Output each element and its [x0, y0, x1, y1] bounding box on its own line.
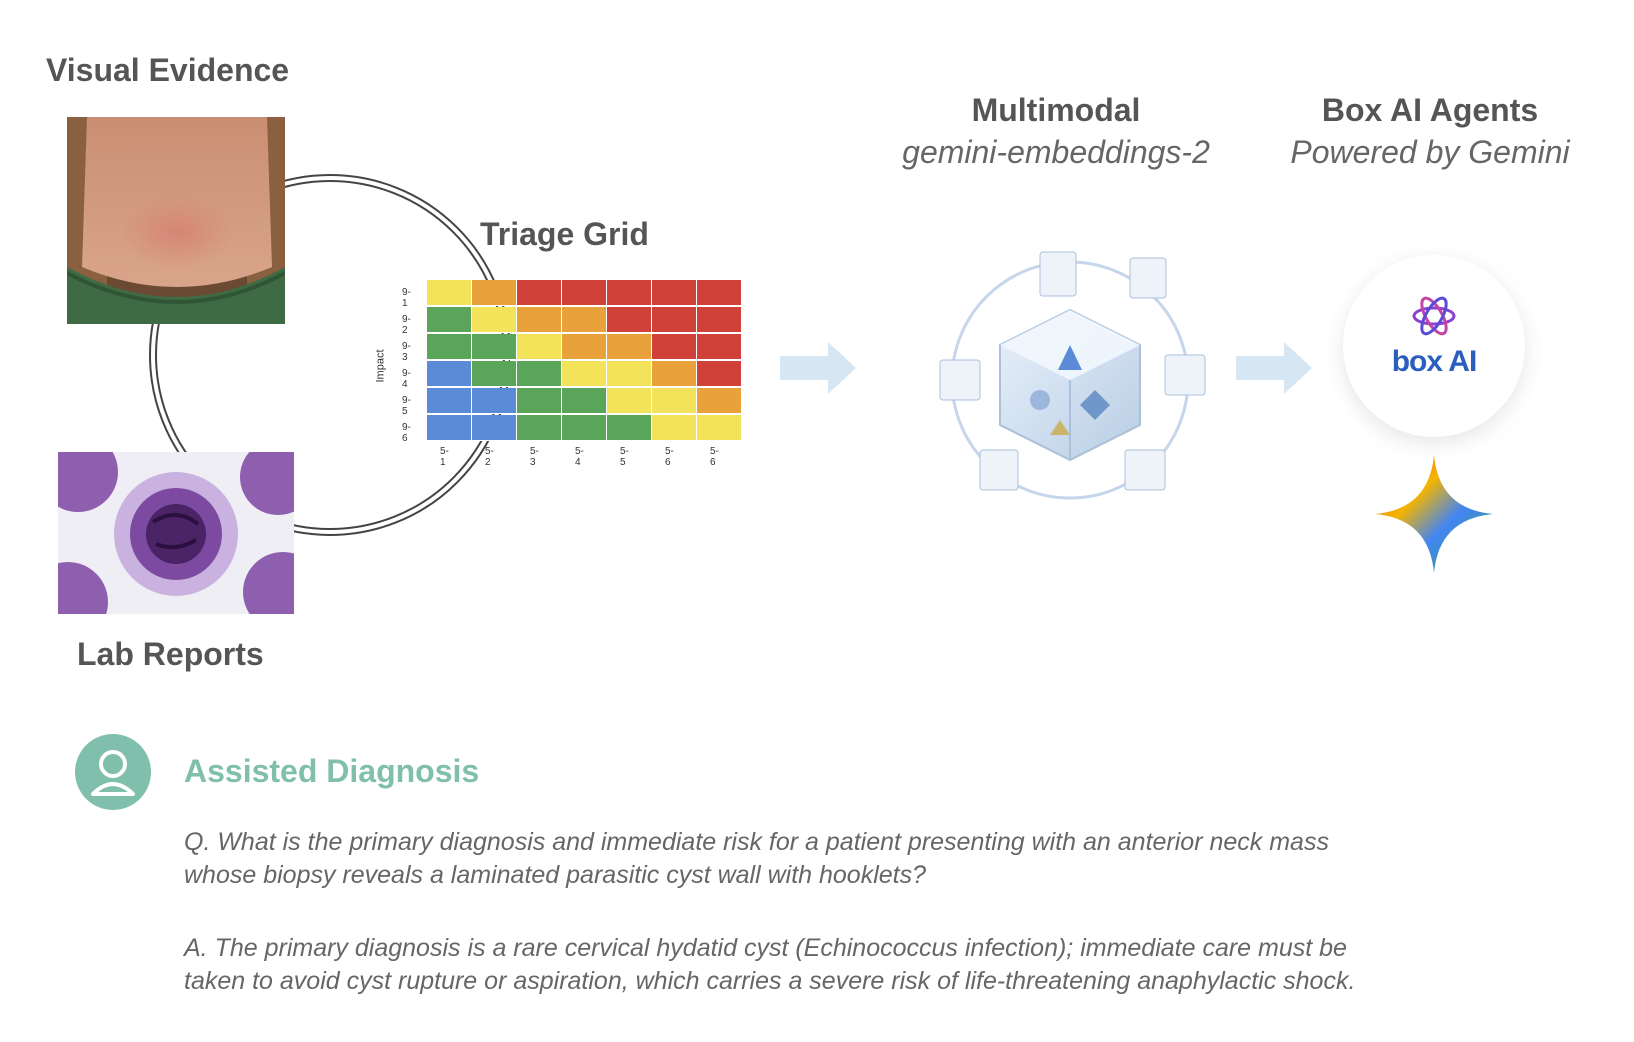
multimodal-cube-icon — [939, 251, 1206, 500]
triage-grid-chart: Impact 9-1 9-2 9-3 9-4 9-5 9-6 5-1 5-2 5-3 5-4 5-… — [375, 280, 762, 470]
box-ai-logo-text: box AI — [1391, 345, 1478, 378]
triage-cell — [607, 307, 652, 333]
triage-col-label: 5-6 — [710, 446, 719, 468]
arrow-right-icon — [780, 342, 856, 394]
triage-col-label: 5-5 — [620, 446, 629, 468]
visual-evidence-heading: Visual Evidence — [46, 52, 290, 88]
triage-cell — [607, 280, 652, 306]
triage-cell — [472, 361, 517, 387]
triage-cell — [427, 388, 472, 414]
triage-cell — [472, 280, 517, 306]
triage-cell — [697, 334, 742, 360]
assisted-diagnosis-title: Assisted Diagnosis — [184, 753, 480, 789]
triage-cell — [562, 388, 607, 414]
triage-cell — [427, 280, 472, 306]
triage-row-label: 9-1 — [402, 287, 411, 309]
triage-cell — [697, 388, 742, 414]
triage-cell — [472, 388, 517, 414]
person-avatar-icon — [75, 734, 151, 810]
triage-row-label: 9-2 — [402, 314, 411, 336]
triage-cell — [607, 388, 652, 414]
agents-subheading: Powered by Gemini — [1290, 134, 1570, 170]
answer-line-1: A. The primary diagnosis is a rare cervi… — [184, 934, 1347, 962]
triage-cell — [697, 307, 742, 333]
triage-col-label: 5-3 — [530, 446, 539, 468]
triage-cell — [562, 307, 607, 333]
triage-row-label: 9-4 — [402, 368, 411, 390]
arrow-right-icon — [1236, 342, 1312, 394]
triage-col-label: 5-6 — [665, 446, 674, 468]
gemini-sparkle-icon — [1375, 455, 1493, 573]
question-line-2: whose biopsy reveals a laminated parasit… — [184, 861, 927, 889]
triage-cell — [517, 415, 562, 441]
triage-row-label: 9-3 — [402, 341, 411, 363]
triage-cell — [472, 307, 517, 333]
triage-cell — [652, 307, 697, 333]
triage-y-axis-label: Impact — [374, 349, 387, 383]
agents-heading: Box AI Agents — [1321, 92, 1539, 128]
triage-cell — [697, 415, 742, 441]
triage-cell — [427, 415, 472, 441]
triage-cell — [472, 334, 517, 360]
lab-reports-heading: Lab Reports — [77, 636, 264, 672]
triage-cell — [697, 361, 742, 387]
lab-histology-image — [58, 452, 294, 614]
triage-cell — [562, 415, 607, 441]
triage-cell — [472, 415, 517, 441]
triage-cell — [562, 280, 607, 306]
box-ai-logo-icon — [1412, 296, 1456, 336]
multimodal-heading: Multimodal — [971, 92, 1141, 128]
triage-col-label: 5-2 — [485, 446, 494, 468]
triage-cell — [607, 415, 652, 441]
triage-cell — [652, 388, 697, 414]
triage-cell — [652, 334, 697, 360]
triage-cell — [517, 280, 562, 306]
triage-cell — [562, 334, 607, 360]
triage-col-label: 5-4 — [575, 446, 584, 468]
triage-cell — [652, 415, 697, 441]
neck-photo — [67, 117, 285, 324]
triage-grid-cells — [427, 280, 743, 442]
triage-cell — [607, 334, 652, 360]
triage-cell — [517, 334, 562, 360]
triage-cell — [697, 280, 742, 306]
triage-row-label: 9-5 — [402, 395, 411, 417]
triage-col-label: 5-1 — [440, 446, 449, 468]
triage-cell — [562, 361, 607, 387]
triage-cell — [517, 361, 562, 387]
triage-cell — [607, 361, 652, 387]
triage-cell — [517, 388, 562, 414]
answer-text: A. The primary diagnosis is a rare cervi… — [184, 932, 1524, 998]
triage-grid-heading: Triage Grid — [480, 216, 649, 252]
answer-line-2: taken to avoid cyst rupture or aspiratio… — [184, 967, 1356, 995]
triage-row-label: 9-6 — [402, 422, 411, 444]
triage-cell — [652, 361, 697, 387]
multimodal-subheading: gemini-embeddings-2 — [902, 134, 1210, 170]
triage-cell — [652, 280, 697, 306]
question-text: Q. What is the primary diagnosis and imm… — [184, 826, 1524, 892]
triage-cell — [427, 307, 472, 333]
box-ai-logo-badge: box AI — [1343, 255, 1525, 437]
triage-cell — [427, 334, 472, 360]
triage-cell — [427, 361, 472, 387]
question-line-1: Q. What is the primary diagnosis and imm… — [184, 828, 1329, 856]
triage-cell — [517, 307, 562, 333]
